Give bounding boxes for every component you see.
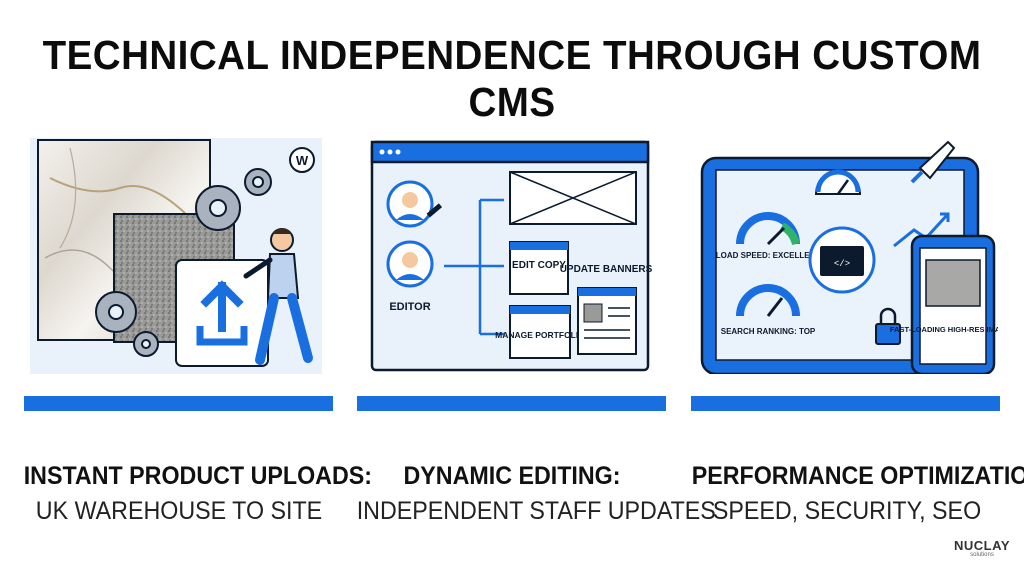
caption-heading: DYNAMIC EDITING:: [403, 462, 621, 490]
edit-copy-label: EDIT COPY: [512, 260, 566, 271]
gear-icon: [95, 168, 272, 357]
caption-heading: PERFORMANCE OPTIMIZATION:: [691, 462, 1024, 490]
caption-dynamic-editing: DYNAMIC EDITING: INDEPENDENT STAFF UPDAT…: [345, 462, 716, 526]
caption-subtitle: INDEPENDENT STAFF UPDATES: [356, 497, 716, 525]
brand-sub: solutions: [970, 552, 994, 558]
panel-performance: LOAD SPEED: EXCELLENT SEARCH RANKING: TO…: [698, 138, 998, 374]
divider-bar-3: [691, 396, 1000, 411]
chart-up-icon: [893, 212, 950, 248]
load-speed-label: LOAD SPEED: EXCELLENT: [716, 251, 821, 260]
panel-product-uploads: W: [30, 138, 322, 374]
brand-name: NUCLAY: [954, 538, 1010, 553]
rocket-icon: [910, 140, 956, 184]
speedometer-top-icon: [814, 169, 862, 195]
window-dots: [379, 149, 401, 155]
gauge-search-ranking-icon: [736, 284, 800, 317]
page-title: TECHNICAL INDEPENDENCE THROUGH CUSTOM CM…: [42, 32, 982, 125]
lock-icon: [875, 307, 901, 345]
banner-placeholder: [509, 171, 637, 225]
uploads-illustration: W: [30, 138, 322, 374]
code-hub-icon: </>: [808, 226, 876, 294]
wordpress-icon: W: [289, 147, 315, 173]
divider-bar-2: [357, 396, 666, 411]
svg-text:W: W: [296, 153, 309, 168]
portfolio-window: [577, 287, 637, 355]
svg-text:</>: </>: [834, 259, 850, 269]
update-banners-label: UPDATE BANNERS: [560, 264, 653, 275]
divider-bar-1: [24, 396, 333, 411]
editor-avatar-icon: [386, 180, 443, 228]
upload-icon: [175, 259, 269, 367]
editing-illustration: EDITOR EDIT COPY UPDATE BANNERS MANAGE P…: [370, 140, 653, 372]
editor-label: EDITOR: [389, 301, 430, 313]
flow-arrows: [444, 198, 504, 336]
fast-loading-label: FAST-LOADING HIGH-RES IMAGES: [890, 325, 998, 334]
panel-dynamic-editing: EDITOR EDIT COPY UPDATE BANNERS MANAGE P…: [364, 138, 656, 374]
phone-frame: [910, 234, 996, 374]
person-icon: [243, 228, 313, 365]
caption-product-uploads: INSTANT PRODUCT UPLOADS: UK WAREHOUSE TO…: [12, 462, 373, 526]
caption-heading: INSTANT PRODUCT UPLOADS:: [23, 462, 373, 490]
caption-subtitle: UK WAREHOUSE TO SITE: [35, 497, 323, 525]
editor-avatar-icon-2: [386, 240, 434, 288]
manage-portfolio-card: MANAGE PORTFOLIO: [495, 305, 585, 359]
edit-copy-card: EDIT COPY: [509, 241, 569, 295]
brand-logo: NUCLAY solutions: [954, 538, 1010, 558]
caption-subtitle: SPEED, SECURITY, SEO: [712, 497, 982, 525]
manage-portfolio-label: MANAGE PORTFOLIO: [495, 330, 585, 340]
gauge-load-speed-icon: [736, 212, 800, 246]
performance-illustration: LOAD SPEED: EXCELLENT SEARCH RANKING: TO…: [700, 140, 998, 374]
caption-performance: PERFORMANCE OPTIMIZATION: SPEED, SECURIT…: [680, 462, 1024, 526]
search-ranking-label: SEARCH RANKING: TOP: [721, 327, 816, 336]
